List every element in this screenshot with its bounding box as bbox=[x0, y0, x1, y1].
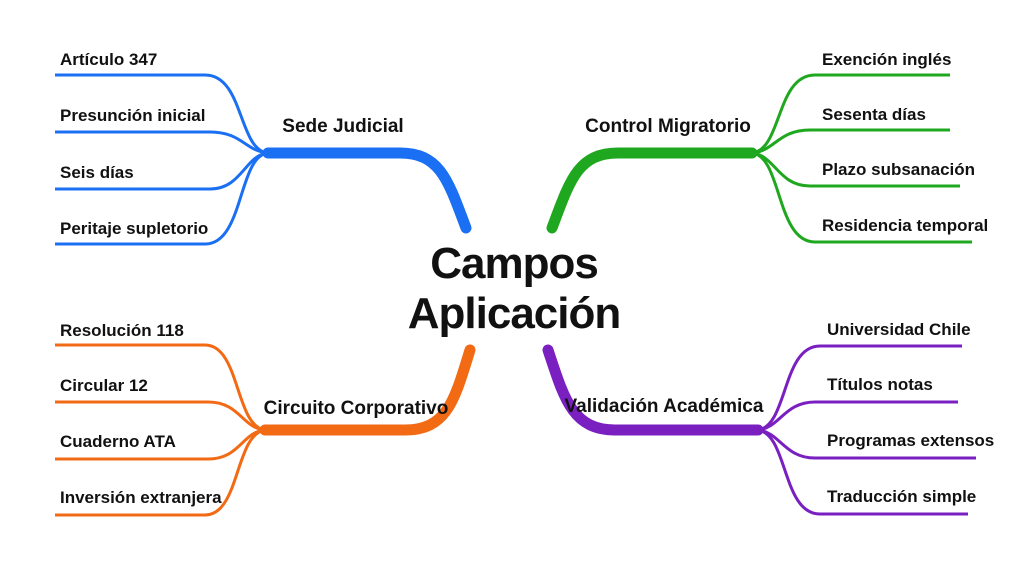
leaf-0: Resolución 118 bbox=[55, 321, 266, 432]
leaf-1: Títulos notas bbox=[757, 375, 958, 432]
leaf-2: Seis días bbox=[55, 151, 269, 191]
leaf-connector bbox=[55, 73, 269, 155]
leaf-1: Sesenta días bbox=[751, 105, 950, 155]
branch-validacion-academica: Validación Académica Universidad Chile T… bbox=[542, 320, 994, 516]
branch-label: Circuito Corporativo bbox=[264, 398, 449, 419]
leaf-3: Residencia temporal bbox=[751, 151, 988, 244]
leaf-connector bbox=[751, 128, 950, 155]
leaf-label: Exención inglés bbox=[822, 50, 951, 69]
center-title-line-1: Campos bbox=[430, 239, 598, 288]
leaf-label: Residencia temporal bbox=[822, 216, 988, 235]
leaf-label: Artículo 347 bbox=[60, 50, 157, 69]
leaf-0: Exención inglés bbox=[751, 50, 951, 155]
leaf-3: Traducción simple bbox=[757, 428, 976, 516]
leaf-connector bbox=[751, 151, 972, 244]
leaf-label: Peritaje supletorio bbox=[60, 219, 208, 238]
leaf-label: Sesenta días bbox=[822, 105, 926, 124]
leaf-label: Cuaderno ATA bbox=[60, 432, 176, 451]
leaf-connector bbox=[757, 344, 962, 432]
leaf-2: Cuaderno ATA bbox=[55, 428, 266, 461]
leaf-label: Inversión extranjera bbox=[60, 488, 222, 507]
branch-connector bbox=[259, 344, 476, 436]
leaf-3: Inversión extranjera bbox=[55, 428, 266, 517]
leaf-3: Peritaje supletorio bbox=[55, 151, 269, 246]
leaf-label: Universidad Chile bbox=[827, 320, 971, 339]
branch-connector bbox=[262, 147, 472, 234]
leaf-1: Presunción inicial bbox=[55, 106, 269, 155]
leaf-label: Presunción inicial bbox=[60, 106, 206, 125]
leaf-label: Circular 12 bbox=[60, 376, 148, 395]
branch-control-migratorio: Control Migratorio Exención inglés Sesen… bbox=[546, 50, 988, 244]
leaf-label: Plazo subsanación bbox=[822, 160, 975, 179]
leaf-connector bbox=[757, 400, 958, 432]
leaf-connector bbox=[55, 428, 266, 517]
branch-connector bbox=[542, 344, 764, 436]
leaf-2: Programas extensos bbox=[757, 428, 994, 460]
leaf-2: Plazo subsanación bbox=[751, 151, 975, 188]
leaf-1: Circular 12 bbox=[55, 376, 266, 432]
branch-label: Sede Judicial bbox=[282, 116, 403, 137]
branch-connector bbox=[546, 147, 758, 234]
leaf-label: Resolución 118 bbox=[60, 321, 184, 340]
branch-sede-judicial: Sede Judicial Artículo 347 Presunción in… bbox=[55, 50, 472, 246]
leaf-connector bbox=[751, 73, 950, 155]
branch-label: Validación Académica bbox=[565, 396, 764, 417]
branch-circuito-corporativo: Circuito Corporativo Resolución 118 Circ… bbox=[55, 321, 476, 517]
leaf-label: Seis días bbox=[60, 163, 134, 182]
branch-label: Control Migratorio bbox=[585, 116, 751, 137]
leaf-connector bbox=[55, 343, 266, 432]
center-title-line-2: Aplicación bbox=[408, 289, 621, 338]
leaf-label: Programas extensos bbox=[827, 431, 994, 450]
leaf-0: Universidad Chile bbox=[757, 320, 971, 432]
leaf-connector bbox=[757, 428, 968, 516]
leaf-connector bbox=[55, 130, 269, 155]
leaf-connector bbox=[55, 151, 269, 246]
leaf-0: Artículo 347 bbox=[55, 50, 269, 155]
leaf-label: Títulos notas bbox=[827, 375, 933, 394]
leaf-connector bbox=[55, 400, 266, 432]
leaf-label: Traducción simple bbox=[827, 487, 976, 506]
